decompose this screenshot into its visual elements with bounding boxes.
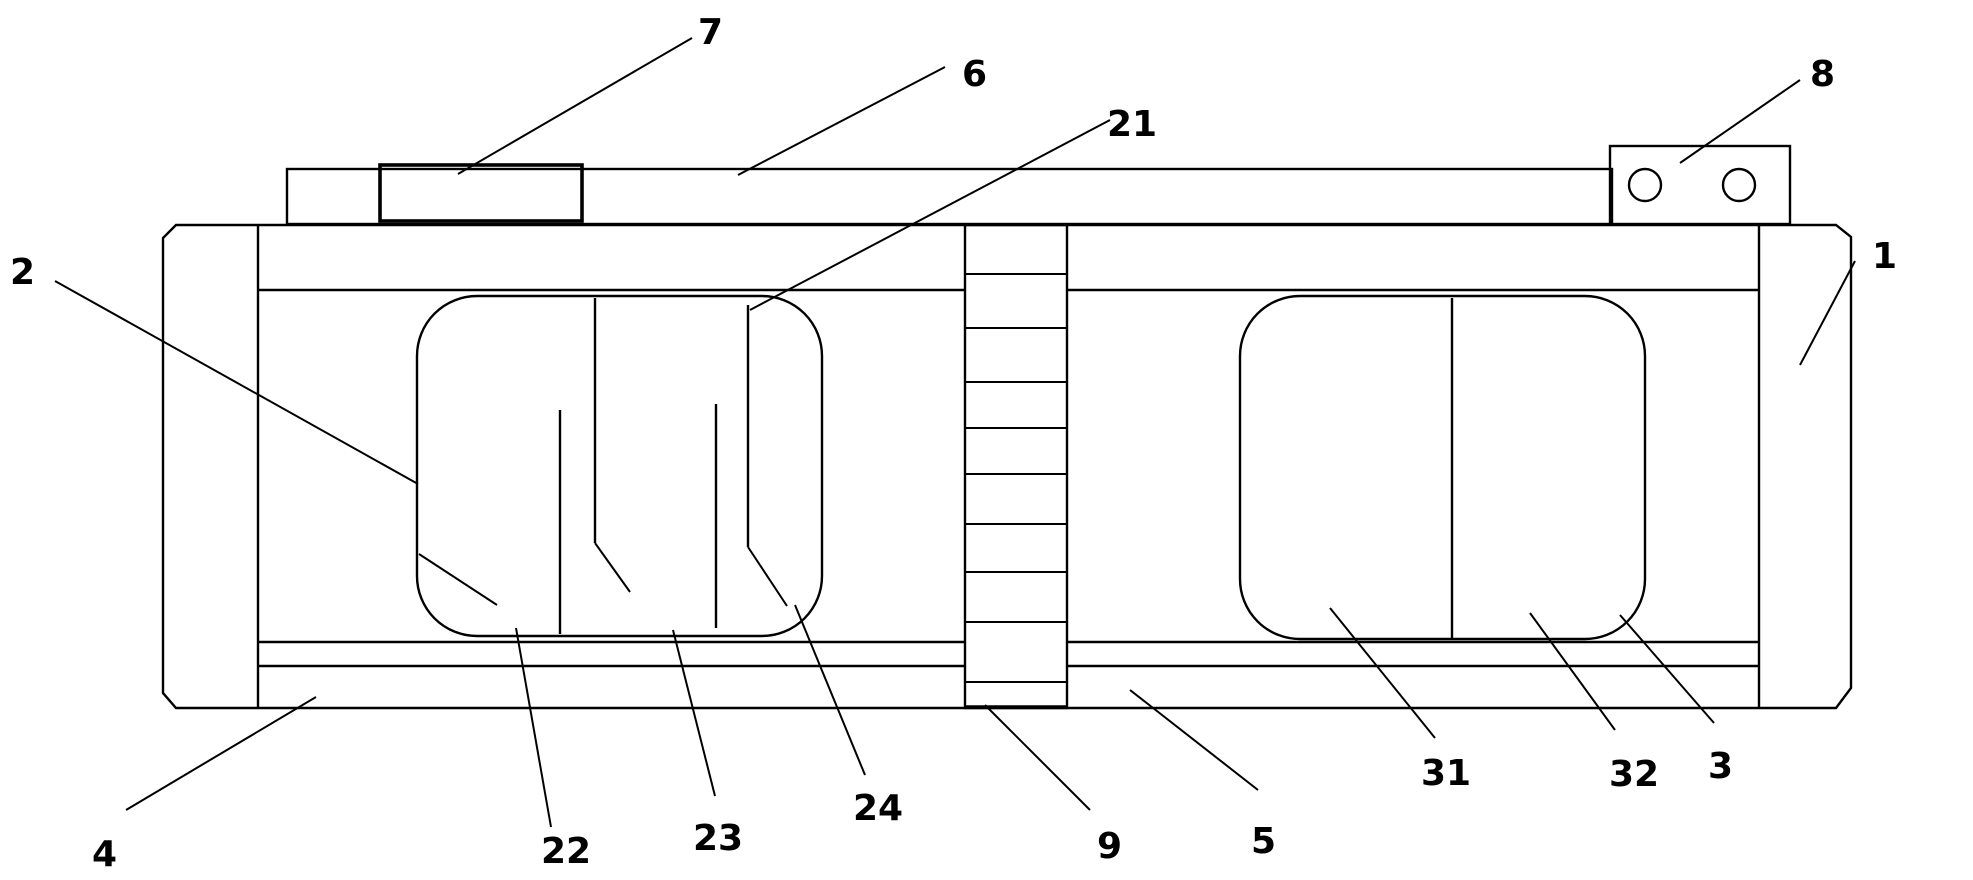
block-8 bbox=[1608, 144, 1792, 226]
leader-22b bbox=[515, 627, 552, 828]
leader-32 bbox=[1529, 612, 1616, 731]
leader-lines bbox=[54, 37, 1856, 828]
hole-left bbox=[1627, 167, 1663, 203]
label-21: 21 bbox=[1107, 104, 1157, 145]
label-5: 5 bbox=[1251, 821, 1276, 862]
leader-24b bbox=[794, 604, 866, 776]
leader-24 bbox=[747, 546, 788, 607]
right-window-3 bbox=[1238, 294, 1647, 641]
leader-23a bbox=[594, 542, 631, 593]
hole-right bbox=[1721, 167, 1757, 203]
center-ladder-9 bbox=[963, 223, 1069, 710]
label-8: 8 bbox=[1810, 54, 1835, 95]
leader-8 bbox=[1679, 79, 1801, 164]
leader-22 bbox=[418, 553, 498, 606]
leader-7 bbox=[457, 37, 693, 175]
label-9: 9 bbox=[1097, 826, 1122, 867]
label-2: 2 bbox=[10, 252, 35, 293]
leader-5 bbox=[1129, 689, 1259, 791]
reference-labels: 7 6 21 8 1 2 4 22 23 24 9 5 31 32 3 bbox=[10, 12, 1897, 875]
label-1: 1 bbox=[1872, 236, 1897, 277]
label-24: 24 bbox=[853, 788, 903, 829]
leader-2 bbox=[54, 280, 419, 485]
label-3: 3 bbox=[1708, 746, 1733, 787]
label-32: 32 bbox=[1609, 754, 1659, 795]
label-31: 31 bbox=[1421, 753, 1471, 794]
label-22: 22 bbox=[541, 831, 591, 872]
label-4: 4 bbox=[92, 834, 117, 875]
outer-frame-1 bbox=[161, 223, 1853, 710]
leader-4 bbox=[125, 696, 317, 811]
left-window-2 bbox=[415, 294, 824, 638]
leader-9 bbox=[984, 704, 1091, 811]
label-23: 23 bbox=[693, 818, 743, 859]
top-strip-6 bbox=[285, 167, 1614, 226]
leader-21 bbox=[749, 119, 1111, 311]
leader-6 bbox=[737, 66, 946, 176]
leader-23b bbox=[672, 629, 716, 797]
label-7: 7 bbox=[698, 12, 723, 53]
leader-31 bbox=[1329, 607, 1436, 739]
leader-3 bbox=[1619, 614, 1715, 724]
leader-1 bbox=[1799, 260, 1856, 366]
block-7 bbox=[378, 163, 584, 223]
label-6: 6 bbox=[962, 54, 987, 95]
